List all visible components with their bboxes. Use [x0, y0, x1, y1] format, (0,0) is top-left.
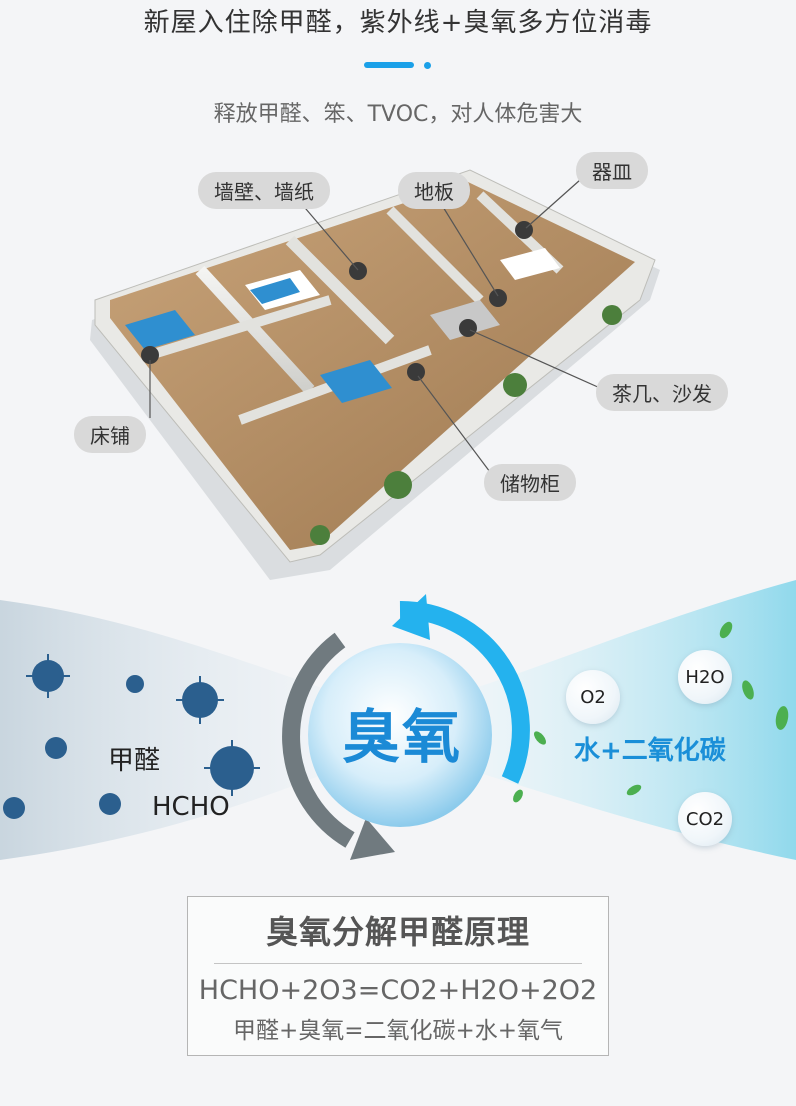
- principle-words: 甲醛+臭氧=二氧化碳+水+氧气: [232, 1018, 564, 1044]
- o2-molecule: O2: [566, 670, 620, 724]
- principle-formula: HCHO+2O3=CO2+H2O+2O2: [198, 975, 598, 1006]
- tag-bed: 床铺: [74, 416, 146, 453]
- principle-title: 臭氧分解甲醛原理: [265, 913, 530, 951]
- principle-divider: [214, 963, 582, 964]
- h2o-molecule: H2O: [678, 650, 732, 704]
- page-headline: 新屋入住除甲醛，紫外线+臭氧多方位消毒: [143, 8, 653, 38]
- hcho-label: HCHO: [152, 792, 230, 822]
- formaldehyde-label: 甲醛: [108, 746, 161, 776]
- co2-molecule: CO2: [678, 792, 732, 846]
- o2-text: O2: [580, 686, 606, 708]
- h2o-text: H2O: [685, 666, 725, 688]
- tag-cabinet: 储物柜: [484, 464, 576, 501]
- accent-dot: [424, 62, 431, 69]
- page-subline: 释放甲醛、笨、TVOC，对人体危害大: [213, 102, 583, 127]
- ozone-diagram: 臭氧 甲醛 HCHO 水+二氧化碳 O2 H2O CO2: [0, 560, 796, 900]
- accent-bar: [364, 62, 414, 68]
- principle-box: 臭氧分解甲醛原理 HCHO+2O3=CO2+H2O+2O2 甲醛+臭氧=二氧化碳…: [187, 896, 609, 1056]
- tag-floor: 地板: [398, 172, 470, 209]
- house-floorplan-graphic: [90, 169, 660, 580]
- house-illustration: 墙壁、墙纸 地板 器皿 床铺 茶几、沙发 储物柜: [0, 150, 796, 590]
- ozone-center-label: 臭氧: [341, 703, 462, 771]
- co2-text: CO2: [685, 808, 725, 830]
- tag-table-sofa: 茶几、沙发: [596, 374, 728, 411]
- water-co2-label: 水+二氧化碳: [574, 736, 726, 766]
- tag-wall: 墙壁、墙纸: [198, 172, 330, 209]
- tag-dishes: 器皿: [576, 152, 648, 189]
